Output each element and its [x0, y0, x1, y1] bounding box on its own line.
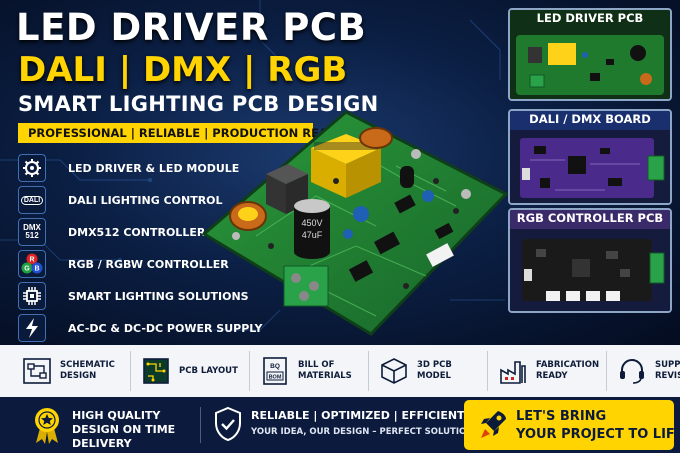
service-label: BILL OF MATERIALS [298, 360, 352, 381]
rgb-g-letter: G [24, 266, 30, 273]
feature-label: SMART LIGHTING SOLUTIONS [68, 289, 249, 303]
rgb-controller-board-image [510, 229, 670, 311]
rgb-r-letter: R [29, 257, 34, 264]
cta-button[interactable]: LET'S BRING YOUR PROJECT TO LIFE! [464, 400, 680, 450]
dali-badge-icon: DALI [18, 186, 46, 214]
panel-title: LED DRIVER PCB [510, 10, 670, 29]
quality-text: HIGH QUALITY DESIGN ON TIME DELIVERY [72, 409, 176, 450]
microchip-icon [18, 282, 46, 310]
service-item: 3D PCB MODEL [379, 351, 488, 391]
capacitor-marking: 450V [301, 218, 322, 228]
capacitor-marking: 47uF [302, 230, 323, 240]
cta-line-2: YOUR PROJECT TO LIFE! [516, 427, 680, 442]
feature-list: LED DRIVER & LED MODULE DALI DALI LIGHTI… [18, 152, 263, 344]
transformer [311, 134, 381, 198]
quality-medal-icon [35, 408, 59, 444]
feature-label: AC-DC & DC-DC POWER SUPPLY [68, 321, 263, 335]
cta-text: LET'S BRING YOUR PROJECT TO LIFE! [516, 408, 680, 444]
pcb-layout-icon [143, 358, 169, 384]
service-label: SUPPORT & REVISIONS [655, 360, 680, 381]
services-row: SCHEMATIC DESIGN PCB LAYOUT BQ BOM BILL … [0, 345, 680, 397]
led-driver-board-image [510, 29, 670, 99]
service-item: SUPPORT & REVISIONS [617, 351, 680, 391]
slogan-text: YOUR IDEA, OUR DESIGN – PERFECT SOLUTION… [251, 427, 478, 437]
feature-label: DALI LIGHTING CONTROL [68, 193, 223, 207]
feature-item: R G B RGB / RGBW CONTROLLER [18, 248, 253, 280]
bom-icon: BQ BOM [263, 357, 287, 385]
lightning-icon [18, 314, 46, 342]
service-label: 3D PCB MODEL [417, 360, 452, 381]
feature-item: AC-DC & DC-DC POWER SUPPLY [18, 312, 263, 344]
service-item: BQ BOM BILL OF MATERIALS [260, 351, 369, 391]
service-label: FABRICATION READY [536, 360, 600, 381]
feature-label: RGB / RGBW CONTROLLER [68, 257, 229, 271]
panel-rgb-controller: RGB CONTROLLER PCB [508, 208, 672, 313]
rocket-icon [481, 411, 506, 438]
panel-dali-dmx: DALI / DMX BOARD [508, 109, 672, 205]
service-label: SCHEMATIC DESIGN [60, 360, 115, 381]
values-text: RELIABLE | OPTIMIZED | EFFICIENT [251, 409, 465, 422]
headline-protocols: DALI | DMX | RGB [18, 50, 348, 90]
service-item: SCHEMATIC DESIGN [22, 351, 131, 391]
headline-title: LED DRIVER PCB [16, 6, 367, 49]
dali-badge-text: DALI [20, 195, 44, 205]
tagline-bar: PROFESSIONAL | RELIABLE | PRODUCTION REA… [18, 123, 345, 143]
panel-title: RGB CONTROLLER PCB [510, 210, 670, 229]
service-item: FABRICATION READY [498, 351, 607, 391]
feature-item: DALI DALI LIGHTING CONTROL [18, 184, 253, 216]
chip-gear-icon [18, 154, 46, 182]
feature-label: DMX512 CONTROLLER [68, 225, 206, 239]
main-pcb-illustration: 450V 47uF [201, 110, 509, 336]
dali-dmx-board-image [510, 130, 670, 203]
panel-led-driver: LED DRIVER PCB [508, 8, 672, 101]
headline-subtitle: SMART LIGHTING PCB DESIGN [18, 92, 379, 116]
rgb-circles-icon: R G B [18, 250, 46, 278]
panel-title: DALI / DMX BOARD [510, 111, 670, 130]
bottom-divider [200, 407, 201, 443]
headset-icon [620, 359, 644, 384]
bottom-bar: HIGH QUALITY DESIGN ON TIME DELIVERY REL… [0, 397, 680, 453]
bom-icon-text: BQ [270, 363, 280, 370]
feature-item: SMART LIGHTING SOLUTIONS [18, 280, 253, 312]
cube-icon [381, 358, 407, 384]
rgb-b-letter: B [34, 266, 39, 273]
service-label: PCB LAYOUT [179, 365, 238, 376]
cta-line-1: LET'S BRING [516, 409, 607, 424]
shield-check-icon [215, 406, 241, 442]
dmx-badge-bottom: 512 [25, 231, 39, 240]
service-item: PCB LAYOUT [141, 351, 250, 391]
factory-icon [500, 361, 526, 384]
dmx-badge-top: DMX [23, 223, 41, 232]
feature-label: LED DRIVER & LED MODULE [68, 161, 240, 175]
electrolytic-capacitor: 450V 47uF [294, 199, 330, 259]
bom-icon-text: BOM [269, 375, 282, 381]
schematic-icon [23, 358, 51, 384]
feature-item: LED DRIVER & LED MODULE [18, 152, 253, 184]
